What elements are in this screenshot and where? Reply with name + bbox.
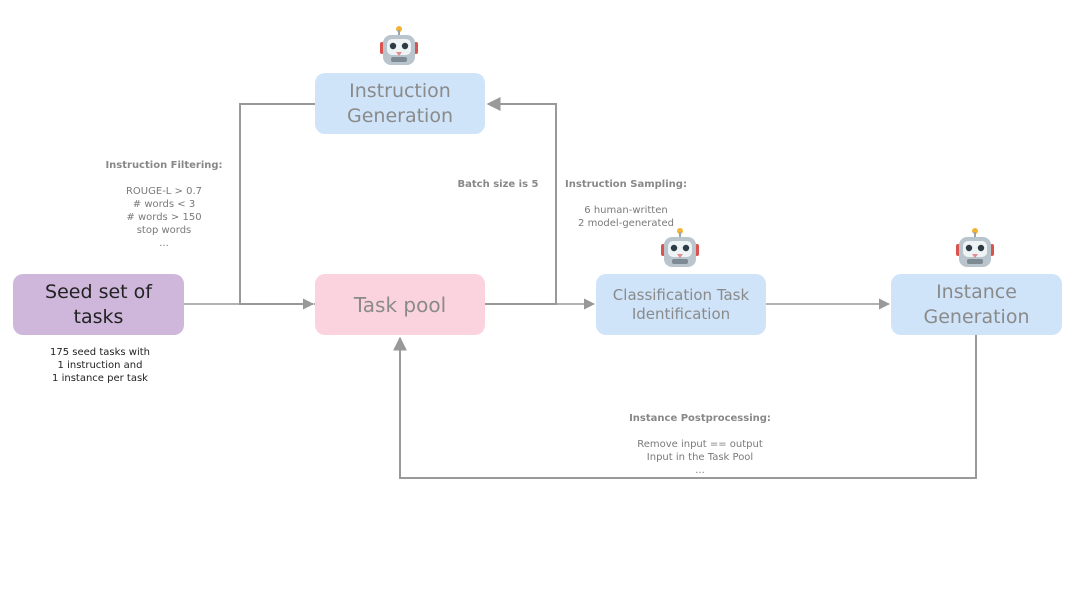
filtering-title: Instruction Filtering: <box>105 160 223 171</box>
instance-generation-node: Instance Generation <box>891 274 1062 335</box>
task-pool-node: Task pool <box>315 274 485 335</box>
batch-note: Batch size is 5 <box>457 179 539 190</box>
seed-description: 175 seed tasks with 1 instruction and 1 … <box>50 347 150 384</box>
classification-label: Classification Task Identification <box>612 285 750 323</box>
filtering-body: ROUGE-L > 0.7 # words < 3 # words > 150 … <box>125 186 203 249</box>
filtering-note: Instruction Filtering: ROUGE-L > 0.7 # w… <box>94 146 234 250</box>
arrow-instance-to-pool <box>393 335 977 479</box>
robot-icon <box>661 228 699 267</box>
arrow-instruction-to-pool <box>239 103 315 305</box>
task-pool-label: Task pool <box>353 292 447 317</box>
robot-icon <box>380 26 418 65</box>
arrow-pool-to-instruction <box>485 97 557 305</box>
sampling-note: Instruction Sampling: 6 human-written 2 … <box>556 165 696 230</box>
instruction-generation-label: Instruction Generation <box>347 79 453 127</box>
seed-tasks-node: Seed set of tasks <box>13 274 184 335</box>
sampling-body: 6 human-written 2 model-generated <box>578 205 674 229</box>
postprocessing-title: Instance Postprocessing: <box>629 413 771 424</box>
sampling-title: Instruction Sampling: <box>565 179 687 190</box>
classification-node: Classification Task Identification <box>596 274 766 335</box>
postprocessing-note: Instance Postprocessing: Remove input ==… <box>610 399 790 477</box>
instruction-generation-node: Instruction Generation <box>315 73 485 134</box>
seed-tasks-label: Seed set of tasks <box>45 280 152 328</box>
instance-generation-label: Instance Generation <box>923 280 1030 328</box>
postprocessing-body: Remove input == output Input in the Task… <box>637 439 763 476</box>
robot-icon <box>956 228 994 267</box>
